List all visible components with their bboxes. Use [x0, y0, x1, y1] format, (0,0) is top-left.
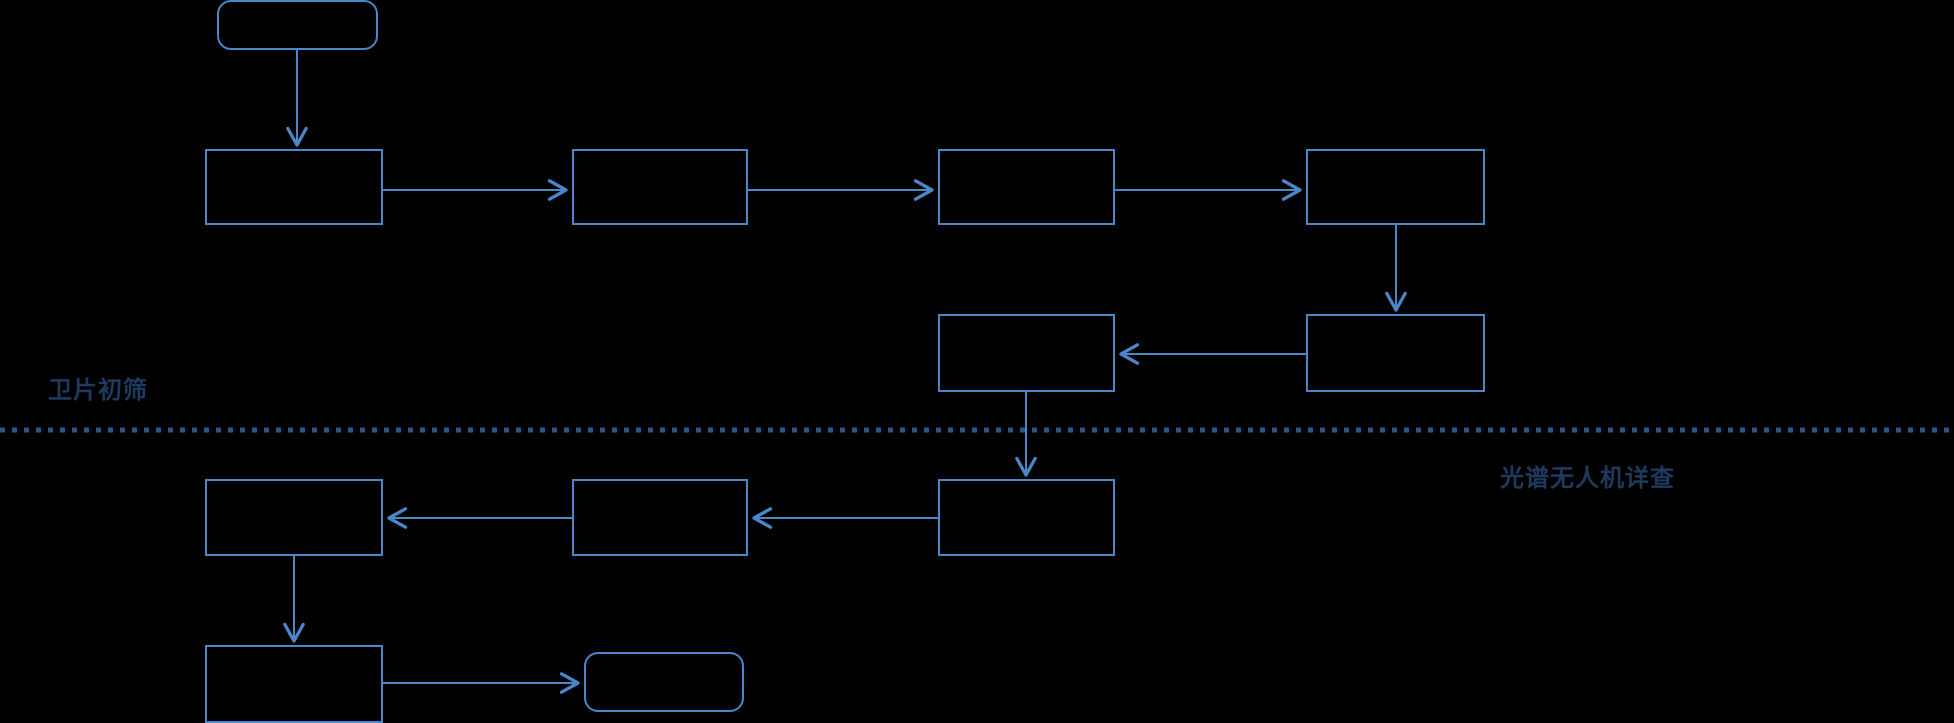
node-process-9[interactable] — [205, 479, 383, 556]
node-process-4[interactable] — [1306, 149, 1485, 225]
node-start[interactable] — [217, 0, 378, 50]
node-process-5[interactable] — [1306, 314, 1485, 392]
node-process-2[interactable] — [572, 149, 748, 225]
node-process-1[interactable] — [205, 149, 383, 225]
node-process-3[interactable] — [938, 149, 1115, 225]
node-end[interactable] — [584, 652, 744, 712]
node-process-10[interactable] — [205, 645, 383, 723]
node-process-7[interactable] — [938, 479, 1115, 556]
lane-label-uav: 光谱无人机详查 — [1500, 465, 1675, 492]
node-process-8[interactable] — [572, 479, 748, 556]
node-process-6[interactable] — [938, 314, 1115, 392]
lane-label-satellite: 卫片初筛 — [48, 377, 148, 404]
